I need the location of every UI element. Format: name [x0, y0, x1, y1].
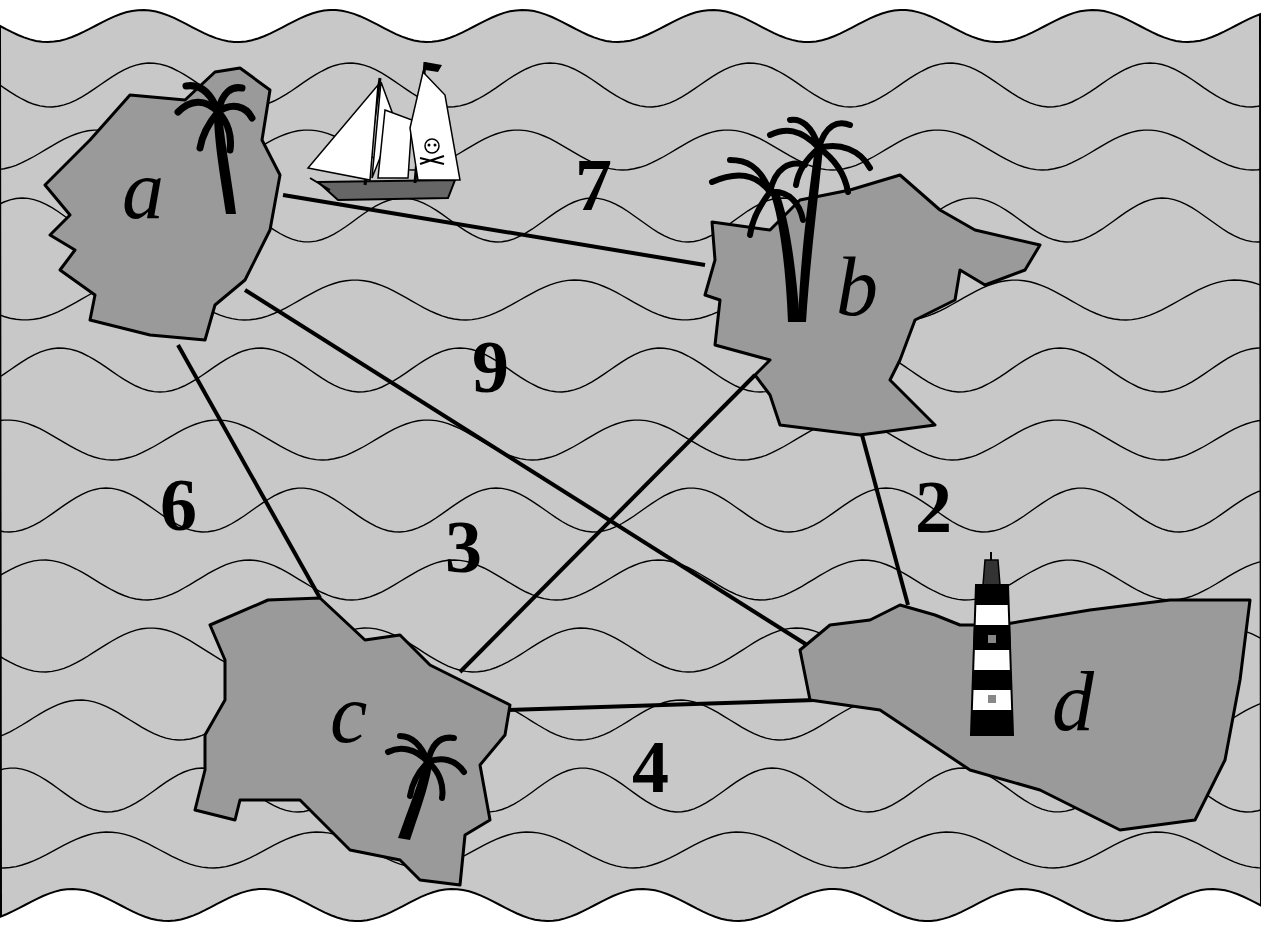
edge-weight: 2	[915, 470, 952, 544]
island-name: d	[1052, 660, 1094, 744]
island: c	[192, 590, 514, 892]
wave-line	[0, 832, 1261, 868]
island-name: b	[836, 245, 878, 329]
sea-route	[862, 435, 908, 605]
sea-route	[460, 375, 755, 672]
edge-weight: 9	[472, 330, 509, 404]
sea-route	[283, 195, 705, 265]
edge-weight: 3	[445, 510, 482, 584]
edge-weight: 7	[575, 148, 612, 222]
sea-area	[0, 10, 1261, 921]
island-name: a	[122, 148, 164, 232]
pirate-ship	[308, 62, 460, 200]
sea-route	[508, 700, 815, 710]
wave-line	[0, 560, 1261, 600]
island: b	[698, 115, 1043, 440]
edge-weight: 6	[160, 468, 197, 542]
edge-weight: 4	[632, 730, 669, 804]
island: a	[40, 62, 285, 347]
island-outline	[795, 548, 1257, 835]
wave-line	[0, 420, 1261, 460]
island-name: c	[330, 672, 367, 756]
wave-lines	[0, 63, 1261, 868]
sea-route	[178, 345, 320, 598]
wave-line	[0, 348, 1261, 392]
island: d	[795, 548, 1257, 835]
